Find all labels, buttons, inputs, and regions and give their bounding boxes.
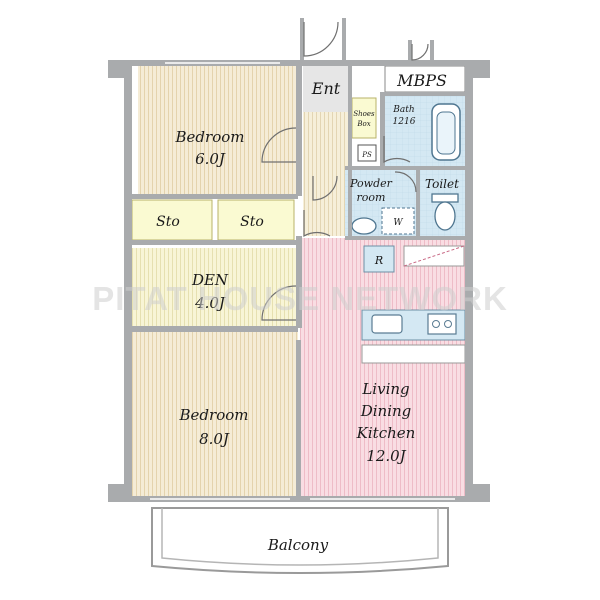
mbps-label: MBPS <box>396 71 447 90</box>
wall-left <box>124 60 132 502</box>
mbps-floor <box>384 65 466 93</box>
wet-fixtures <box>351 103 461 235</box>
sto-right-label: Sto <box>240 214 264 230</box>
ldk-size: 12.0J <box>366 447 406 465</box>
refrigerator-label: R <box>374 254 383 267</box>
toilet-bowl-icon <box>434 201 456 231</box>
column-bottom-right <box>470 484 490 502</box>
wall-mbps-shaft-right <box>430 40 434 64</box>
door-den-swing <box>261 285 297 321</box>
powder-room-label-1: Powder <box>349 177 393 190</box>
sto-left-label: Sto <box>156 214 180 230</box>
column-top-right <box>470 60 490 78</box>
wall-wet-south <box>345 236 465 240</box>
wall-bath-bottom <box>345 166 465 170</box>
shoes-box-label-2: Box <box>356 120 370 128</box>
door-mbps-swing <box>411 43 429 61</box>
door-toilet-swing <box>394 171 417 193</box>
wall-entry-shaft-right <box>342 18 346 66</box>
doors <box>261 21 429 321</box>
wall-toilet-west <box>416 170 420 240</box>
bedroom-bottom-size: 8.0J <box>199 430 230 448</box>
counter-diagonal <box>403 245 465 267</box>
door-powder-swing <box>383 136 411 164</box>
wall-den-east <box>296 236 302 328</box>
wall-right <box>465 60 473 502</box>
kitchen-upper-cabinet <box>361 344 466 364</box>
wall-bath-west <box>380 92 385 170</box>
stove-burner-icon <box>444 320 452 328</box>
watermark: PITAT HOUSE NETWORK <box>92 280 508 317</box>
door-entrance-swing <box>303 21 339 57</box>
den-name: DEN <box>191 271 229 289</box>
entrance-label: Ent <box>311 79 341 98</box>
wall-bedroom-south <box>132 194 298 199</box>
windows <box>150 62 455 500</box>
shoes-box-label-1: Shoes <box>353 110 375 118</box>
stove-burner-icon <box>432 320 440 328</box>
wall-den-south <box>132 326 298 332</box>
wall-mbps-shaft <box>408 40 412 64</box>
bedroom-top-floor <box>138 66 298 194</box>
bath-label-2: 1216 <box>393 117 416 127</box>
bedroom-top-name: Bedroom <box>175 128 245 146</box>
wall-bedroom-east <box>296 66 302 196</box>
toilet-tank-icon <box>431 193 459 203</box>
labels: Bedroom 6.0J Sto Sto DEN 4.0J Bedroom 8.… <box>156 71 459 554</box>
bath-label-1: Bath <box>392 105 414 115</box>
wall-bedroom8-east <box>296 340 301 496</box>
refrigerator-space <box>363 245 395 273</box>
wall-entry-shaft <box>300 18 304 66</box>
balcony-inner-rail <box>161 508 439 566</box>
balcony-floor <box>151 507 449 574</box>
ldk-label-1: Living <box>361 380 409 398</box>
storage-left-floor <box>131 199 213 241</box>
den-size: 4.0J <box>194 294 226 312</box>
wall-sto-south <box>132 240 298 245</box>
kitchen-stove <box>427 313 457 335</box>
wall-bath-top <box>380 92 465 96</box>
shoes-box-floor <box>351 97 377 139</box>
ldk-label-3: Kitchen <box>356 424 416 442</box>
door-corridor-bath-swing <box>312 175 338 201</box>
entrance-floor <box>303 66 349 112</box>
kitchen <box>361 245 466 364</box>
bathtub-inner-icon <box>436 111 456 155</box>
bedroom-top-size: 6.0J <box>195 150 226 168</box>
washbasin-icon <box>351 217 377 235</box>
ldk-label-2: Dining <box>360 402 412 420</box>
column-bottom-left <box>108 484 128 502</box>
ps-label: PS <box>361 151 372 159</box>
door-corridor-ldk-swing <box>303 210 331 238</box>
bedroom-bottom-floor <box>130 332 298 496</box>
column-top-left <box>108 60 128 78</box>
wall-entrance-east <box>348 66 352 236</box>
kitchen-sink <box>371 314 403 334</box>
wall-top-right <box>300 60 490 66</box>
powder-room-label-2: room <box>357 191 386 204</box>
ps-floor <box>357 144 377 162</box>
balcony-label: Balcony <box>267 536 329 554</box>
washer-label: W <box>393 218 403 228</box>
corridor-floor <box>303 112 349 236</box>
storage-right-floor <box>217 199 295 241</box>
ldk-floor <box>300 238 465 496</box>
toilet-label: Toilet <box>425 177 459 191</box>
bedroom-bottom-name: Bedroom <box>179 406 249 424</box>
washer-pan-icon <box>381 207 415 235</box>
den-floor <box>130 248 296 326</box>
door-bedroom-top-swing <box>261 127 297 163</box>
